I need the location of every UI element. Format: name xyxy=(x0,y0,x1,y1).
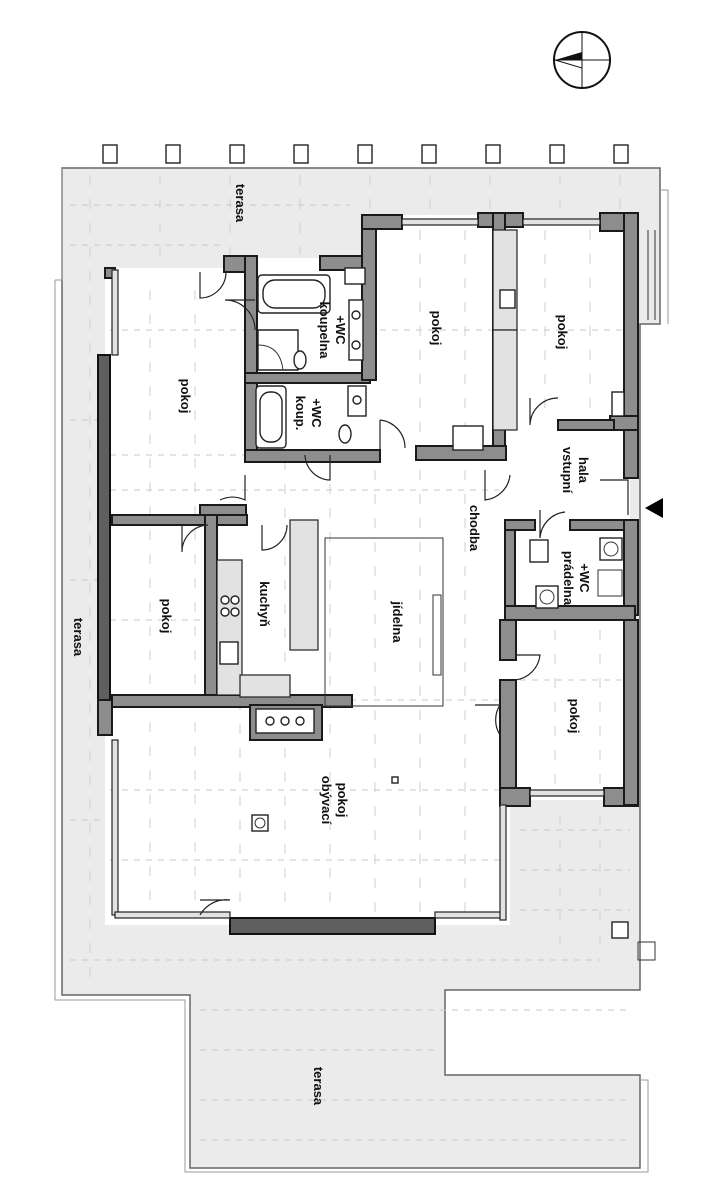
terrace-floor-lines xyxy=(70,175,630,1141)
entrance-triangle-icon xyxy=(645,498,663,518)
walls xyxy=(97,212,639,935)
label-pokoj-4: pokoj xyxy=(159,599,174,634)
label-koupelna-wc: +WC xyxy=(333,315,348,345)
label-terasa-top: terasa xyxy=(233,184,248,223)
label-koup: koup. xyxy=(293,396,308,431)
windows xyxy=(111,218,605,921)
label-chodba: chodba xyxy=(467,505,482,552)
doors xyxy=(181,271,629,916)
label-obyvaci-pokoj: pokoj xyxy=(335,783,350,818)
label-terasa-left: terasa xyxy=(71,618,86,657)
terrace-outline xyxy=(54,168,669,1173)
label-koup-wc: +WC xyxy=(309,398,324,428)
label-obyvaci: obývací xyxy=(319,776,334,825)
label-pokoj-2: pokoj xyxy=(429,311,444,346)
label-koupelna: koupelna xyxy=(317,301,332,359)
terrace-details xyxy=(611,230,656,961)
north-arrow-icon xyxy=(553,31,611,89)
label-pokoj-5: pokoj xyxy=(567,699,582,734)
room-labels: terasa terasa terasa pokoj pokoj pokoj p… xyxy=(71,184,592,1106)
railing-posts xyxy=(102,144,629,164)
label-jidelna: jídelna xyxy=(390,600,405,643)
label-hala: hala xyxy=(576,457,591,484)
interior-floor-lines xyxy=(110,230,625,915)
label-pradelna-wc: +WC xyxy=(577,563,592,593)
label-pokoj-1: pokoj xyxy=(178,379,193,414)
label-vstupni: vstupní xyxy=(560,447,575,494)
label-kuchyn: kuchyň xyxy=(257,581,272,627)
label-pokoj-3: pokoj xyxy=(555,315,570,350)
label-pradelna: prádelna xyxy=(561,551,576,606)
fixtures xyxy=(216,229,625,832)
label-terasa-bottom: terasa xyxy=(311,1067,326,1106)
